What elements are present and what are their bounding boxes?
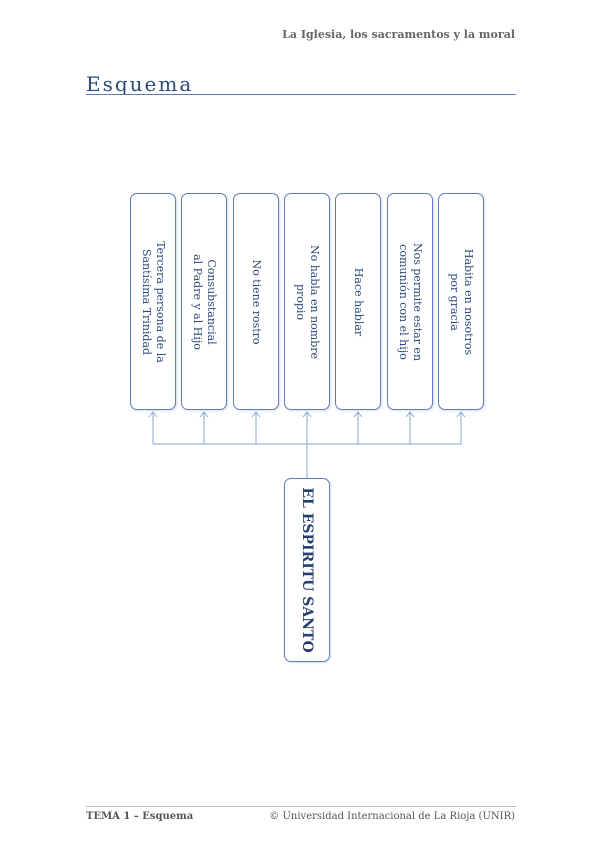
arrow-head — [148, 411, 158, 418]
arrow-head — [353, 411, 363, 418]
box-no-tiene-rostro: No tiene rostro — [233, 193, 279, 410]
box-label: Consubstancial al Padre y al Hijo — [191, 253, 218, 350]
arrow-head — [251, 411, 261, 418]
title-rule — [86, 94, 516, 95]
footer-copyright: © Universidad Internacional de La Rioja … — [269, 811, 515, 822]
arrow-head — [302, 411, 312, 418]
box-label: Nos permite estar en comunión con el hij… — [397, 242, 424, 361]
footer-rule — [86, 806, 516, 807]
box-label: Tercera persona de la Santísima Trinidad — [140, 240, 167, 363]
main-concept-box: EL ESPIRITU SANTO — [284, 478, 330, 662]
section-title: Esquema — [86, 72, 194, 96]
page-header: La Iglesia, los sacramentos y la moral — [282, 28, 515, 41]
box-comunion: Nos permite estar en comunión con el hij… — [387, 193, 433, 410]
box-label: No habla en nombre propio — [294, 244, 321, 359]
arrow-head — [456, 411, 466, 418]
box-hace-hablar: Hace hablar — [335, 193, 381, 410]
footer-topic: TEMA 1 – Esquema — [86, 811, 194, 822]
main-concept-label: EL ESPIRITU SANTO — [299, 487, 315, 653]
arrow-head — [405, 411, 415, 418]
box-label: No tiene rostro — [250, 258, 263, 345]
box-label: Habita en nosotros por gracia — [448, 248, 475, 355]
box-consubstancial: Consubstancial al Padre y al Hijo — [181, 193, 227, 410]
box-label: Hace hablar — [352, 267, 365, 336]
box-habita: Habita en nosotros por gracia — [438, 193, 484, 410]
box-tercera-persona: Tercera persona de la Santísima Trinidad — [130, 193, 176, 410]
box-no-habla: No habla en nombre propio — [284, 193, 330, 410]
arrow-head — [199, 411, 209, 418]
